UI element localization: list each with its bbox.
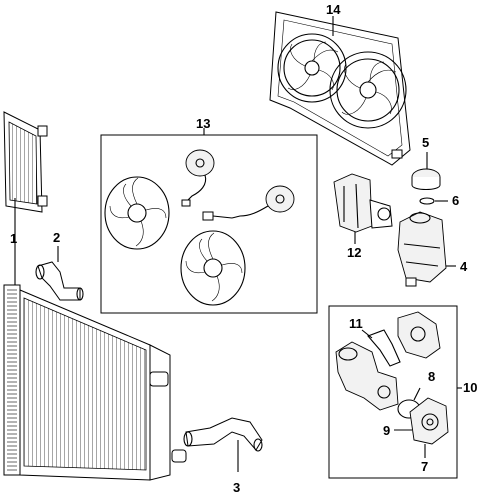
pump-gasket	[367, 329, 401, 367]
fan-blade-lower	[180, 230, 246, 306]
callout-5: 5	[422, 135, 430, 150]
callout-2: 2	[53, 230, 61, 245]
callout-9: 9	[383, 423, 391, 438]
coolant-reservoir	[397, 211, 447, 287]
lower-hose	[183, 417, 263, 452]
water-pump	[409, 397, 449, 445]
callout-11: 11	[349, 316, 363, 331]
radiator	[3, 284, 187, 481]
fan-shroud	[269, 11, 411, 166]
callout-14: 14	[326, 2, 341, 17]
thermostat-housing	[335, 341, 399, 411]
leader-line-8	[413, 387, 421, 401]
callout-8: 8	[428, 369, 436, 384]
callout-13: 13	[196, 116, 211, 131]
pump-housing-upper	[397, 311, 441, 359]
fan-motor-upper	[181, 149, 215, 207]
callout-4: 4	[460, 259, 468, 274]
callout-3: 3	[233, 480, 241, 495]
fan-blade-upper	[104, 176, 170, 250]
callout-1: 1	[10, 231, 18, 246]
reservoir-cap	[411, 168, 441, 190]
cap-seal-ring	[419, 197, 435, 205]
callout-10: 10	[463, 380, 478, 395]
callout-12: 12	[347, 245, 362, 260]
auxiliary-water-pump	[333, 173, 393, 233]
upper-hose	[35, 261, 84, 301]
fan-assembly-box	[100, 134, 318, 314]
callout-6: 6	[452, 193, 460, 208]
fan-motor-lower	[202, 185, 295, 221]
water-pump-assembly-box	[328, 305, 458, 479]
leader-line-11	[361, 329, 373, 339]
auxiliary-cooler	[3, 111, 48, 213]
callout-7: 7	[421, 459, 429, 474]
